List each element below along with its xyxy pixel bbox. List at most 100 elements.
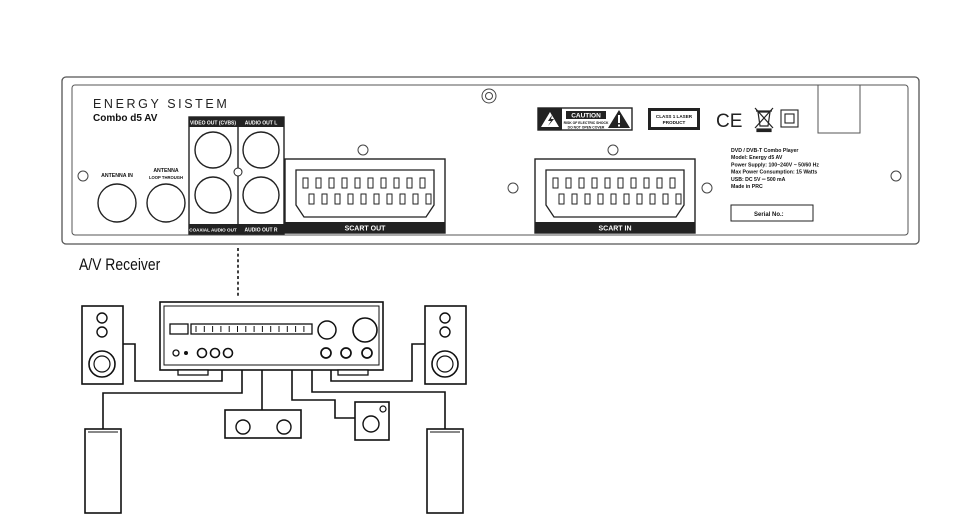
serial-box: [730, 204, 814, 222]
fr-tweeter-top: [439, 312, 451, 324]
scart-out-label-bar: [285, 222, 445, 233]
rear-left-speaker: [84, 428, 122, 514]
antenna-in-label: ANTENNA IN: [101, 173, 133, 179]
scart-pin: [399, 193, 406, 205]
subwoofer: [354, 401, 390, 441]
spec-info-line: Model: Energy d5 AV: [731, 155, 783, 161]
scart-pin: [347, 193, 354, 205]
receiver-knob-4: [320, 347, 332, 359]
scart-pin: [604, 177, 611, 189]
mount-hole-left: [77, 170, 89, 182]
coaxial-audio-out-label: COAXIAL AUDIO OUT: [189, 228, 237, 233]
panel-notch: [817, 85, 861, 134]
antenna-in-connector: [97, 183, 137, 223]
scart-pin: [360, 193, 367, 205]
rear-panel: ENERGY SISTEM Combo d5 AV ANTENNA IN ANT…: [61, 76, 920, 245]
rear-right-speaker: [426, 428, 464, 514]
video-out-label-bar: [189, 117, 238, 127]
brand-name: ENERGY SISTEM: [93, 97, 229, 111]
subwoofer-cone: [362, 415, 380, 433]
mount-hole-mid-left: [507, 182, 519, 194]
laser-inner: [651, 111, 697, 127]
receiver-display: [190, 323, 313, 335]
scart-pin: [380, 177, 387, 189]
scart-in-label: SCART IN: [598, 226, 631, 233]
antenna-loop-connector: [146, 183, 186, 223]
receiver-knob-volume: [352, 317, 378, 343]
receiver-knob-1: [196, 347, 208, 359]
receiver-power-button: [169, 323, 189, 335]
scart-out-connector: SCART OUT: [284, 144, 446, 234]
audio-out-l-jack: [242, 131, 280, 169]
scart-in-label-bar: [535, 222, 695, 233]
scart-pin: [334, 193, 341, 205]
scart-pin: [302, 177, 309, 189]
lightning-bolt: [548, 115, 554, 126]
scart-pin: [669, 177, 676, 189]
spec-info-line: Max Power Consumption: 15 Watts: [731, 170, 817, 176]
laser-line-2: PRODUCT: [663, 120, 686, 125]
fl-tweeter-top: [96, 312, 108, 324]
video-out-label: VIDEO OUT (CVBS): [190, 121, 236, 127]
scart-pin: [393, 177, 400, 189]
scart-pin: [419, 177, 426, 189]
receiver-body-inner: [163, 305, 380, 366]
scart-pin: [656, 177, 663, 189]
audio-out-r-label: AUDIO OUT R: [244, 228, 277, 234]
receiver-body-outer: [159, 301, 384, 371]
fr-woofer-inner: [436, 355, 454, 373]
wire-front-left: [123, 343, 223, 382]
scart-pin: [584, 193, 591, 205]
scart-out-socket: [295, 169, 435, 218]
scart-out-pins: [302, 177, 432, 205]
top-screw: [481, 88, 497, 104]
scart-pin: [571, 193, 578, 205]
caution-line-1: RISK OF ELECTRIC SHOCK: [564, 121, 609, 125]
scart-out-label: SCART OUT: [345, 226, 387, 233]
scart-pin: [354, 177, 361, 189]
scart-out-screw: [357, 144, 369, 156]
scart-pin: [643, 177, 650, 189]
serial-number-label: Serial No.:: [754, 212, 784, 218]
audio-l-label-bar: [238, 117, 284, 127]
scart-pin: [597, 193, 604, 205]
spec-info-line: Power Supply: 100~240V ~ 50/60 Hz: [731, 162, 819, 168]
scart-in-pins: [552, 177, 682, 205]
receiver-knob-2: [209, 347, 221, 359]
scart-pin: [367, 177, 374, 189]
scart-pin: [315, 177, 322, 189]
scart-pin: [623, 193, 630, 205]
scart-pin: [565, 177, 572, 189]
scart-pin: [308, 193, 315, 205]
exclamation-dot: [618, 124, 620, 127]
scart-pin: [649, 193, 656, 205]
wire-subwoofer: [291, 370, 355, 419]
wire-rear-left: [102, 370, 243, 429]
scart-pin: [591, 177, 598, 189]
receiver-foot-right: [337, 369, 369, 376]
front-left-speaker: [81, 305, 124, 385]
center-woofer-right: [276, 419, 292, 435]
scart-in-socket: [545, 169, 685, 218]
spec-info-line: Made in PRC: [731, 184, 763, 190]
receiver-small-button-1: [184, 351, 188, 355]
laser-line-1: CLASS 1 LASER: [656, 114, 693, 119]
center-woofer-left: [235, 419, 251, 435]
scart-pin: [386, 193, 393, 205]
antenna-loop-label: ANTENNA: [153, 168, 179, 174]
av-receiver: [159, 301, 384, 376]
scart-pin: [558, 193, 565, 205]
center-speaker: [224, 409, 302, 439]
receiver-foot-left: [177, 369, 209, 376]
subwoofer-port: [379, 405, 387, 413]
scart-pin: [636, 193, 643, 205]
scart-pin: [610, 193, 617, 205]
antenna-loop-label-2: LOOP THROUGH: [149, 175, 183, 180]
coaxial-label-bar: [189, 224, 238, 234]
ce-mark-icon: CE: [716, 111, 742, 132]
caution-label: CAUTION RISK OF ELECTRIC SHOCK DO NOT OP…: [537, 107, 633, 131]
receiver-knob-3: [222, 347, 234, 359]
caution-title: CAUTION: [571, 113, 601, 120]
